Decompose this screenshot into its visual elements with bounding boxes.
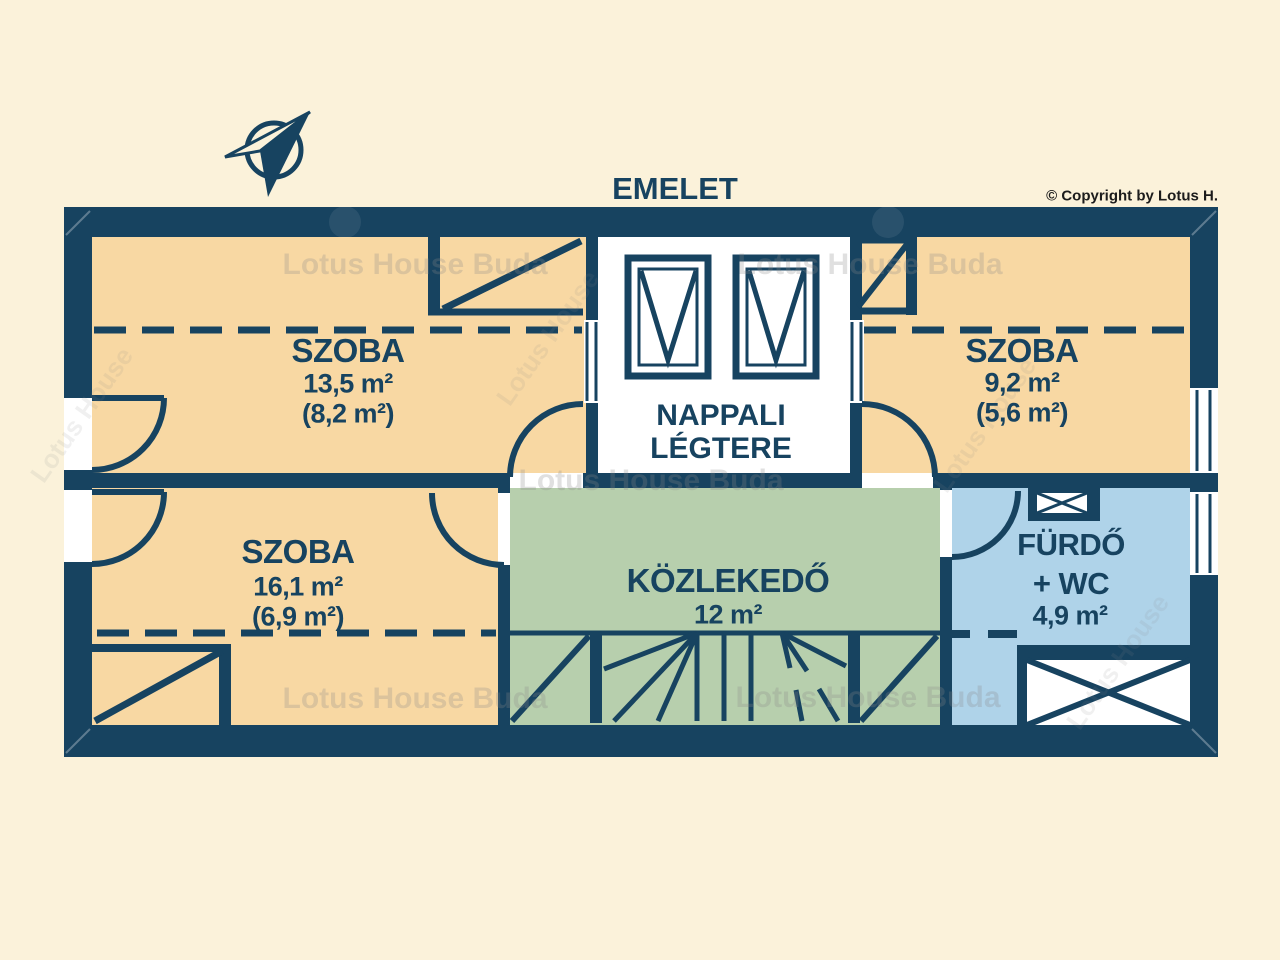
compass-north-icon xyxy=(224,110,311,197)
room-label-nappali-line2: LÉGTERE xyxy=(650,432,792,465)
door-arc-left-upper xyxy=(91,397,167,473)
wall-exterior-top xyxy=(64,207,1218,237)
door-opening-furdo xyxy=(940,490,952,557)
door-arc-szoba-top-right xyxy=(861,401,938,478)
roof-window-2 xyxy=(732,254,820,380)
walls xyxy=(64,207,1218,757)
wall-closet-stub-bottom-left xyxy=(219,648,231,725)
door-arc-left-lower xyxy=(91,491,167,567)
stair-treads xyxy=(694,633,754,721)
room-area2-szoba-top-left: (8,2 m²) xyxy=(301,398,395,429)
stair-divider-left xyxy=(590,633,602,723)
window-right-szoba xyxy=(1190,388,1218,473)
room-area2-szoba-bottom-left: (6,9 m²) xyxy=(251,601,345,632)
roof-windows xyxy=(624,254,820,380)
room-area-szoba-top-right: 9,2 m² xyxy=(984,367,1060,398)
shafts xyxy=(1017,488,1192,728)
closet-top-left-diagonal xyxy=(441,237,583,313)
window-nappali-right-wall xyxy=(849,320,864,403)
corner-seams xyxy=(65,210,1217,754)
wall-logo-marks xyxy=(329,206,904,238)
stair-winder-fan-right xyxy=(779,630,848,723)
door-arc-szoba-top-left xyxy=(507,401,584,478)
window-nappali-left-wall xyxy=(584,320,599,403)
door-opening-szoba-top-right xyxy=(862,473,933,488)
closet-top-right-box xyxy=(851,236,915,315)
room-area-furdo: 4,9 m² xyxy=(1032,600,1108,631)
room-label-furdo-line2: + WC xyxy=(1032,566,1110,601)
staircase xyxy=(508,630,940,724)
window-right-furdo xyxy=(1190,492,1218,575)
wall-furdo-partition-b xyxy=(988,630,1017,638)
stair-divider-right xyxy=(848,633,860,723)
room-area-szoba-bottom-left: 16,1 m² xyxy=(253,571,343,602)
closets xyxy=(92,236,915,725)
chimney-shaft xyxy=(1028,488,1100,521)
page-title: EMELET xyxy=(612,171,738,206)
door-opening-left-lower xyxy=(64,490,92,562)
door-arc-szoba-bottom-left xyxy=(429,492,505,568)
closet-bottom-left-diagonal xyxy=(93,647,224,725)
roof-window-1 xyxy=(624,254,712,380)
room-label-furdo-line1: FÜRDŐ xyxy=(1017,527,1125,562)
door-opening-szoba-top-left xyxy=(510,473,583,488)
door-opening-szoba-bottom-left xyxy=(498,493,510,565)
stair-winder-fan-left xyxy=(603,630,700,723)
room-area-szoba-top-left: 13,5 m² xyxy=(303,368,393,399)
headroom-dashed-lines xyxy=(94,326,1188,637)
room-area2-szoba-top-right: (5,6 m²) xyxy=(975,397,1069,428)
stair-diagonal-right xyxy=(858,634,940,723)
wall-exterior-bottom xyxy=(64,725,1218,757)
closet-top-right-diagonal xyxy=(855,241,911,309)
door-arc-furdo xyxy=(951,490,1021,560)
room-label-szoba-top-right: SZOBA xyxy=(965,332,1080,369)
wall-interior-horizontal xyxy=(64,473,1218,488)
storage-shaft-bottom-right xyxy=(1017,645,1192,728)
stair-diagonal-left xyxy=(509,633,592,724)
room-label-szoba-top-left: SZOBA xyxy=(291,332,406,369)
door-swings xyxy=(91,395,1021,568)
wall-closet-stub-top-left xyxy=(428,237,440,315)
room-area-kozlekedo: 12 m² xyxy=(693,599,763,630)
wall-furdo-partition-a xyxy=(952,630,970,638)
room-label-kozlekedo: KÖZLEKEDŐ xyxy=(626,562,830,599)
copyright-text: © Copyright by Lotus H. xyxy=(1046,187,1218,205)
door-opening-left-upper xyxy=(64,398,92,470)
room-label-szoba-bottom-left: SZOBA xyxy=(241,533,356,570)
room-label-nappali-line1: NAPPALI xyxy=(656,399,786,432)
wall-openings xyxy=(64,320,1218,575)
